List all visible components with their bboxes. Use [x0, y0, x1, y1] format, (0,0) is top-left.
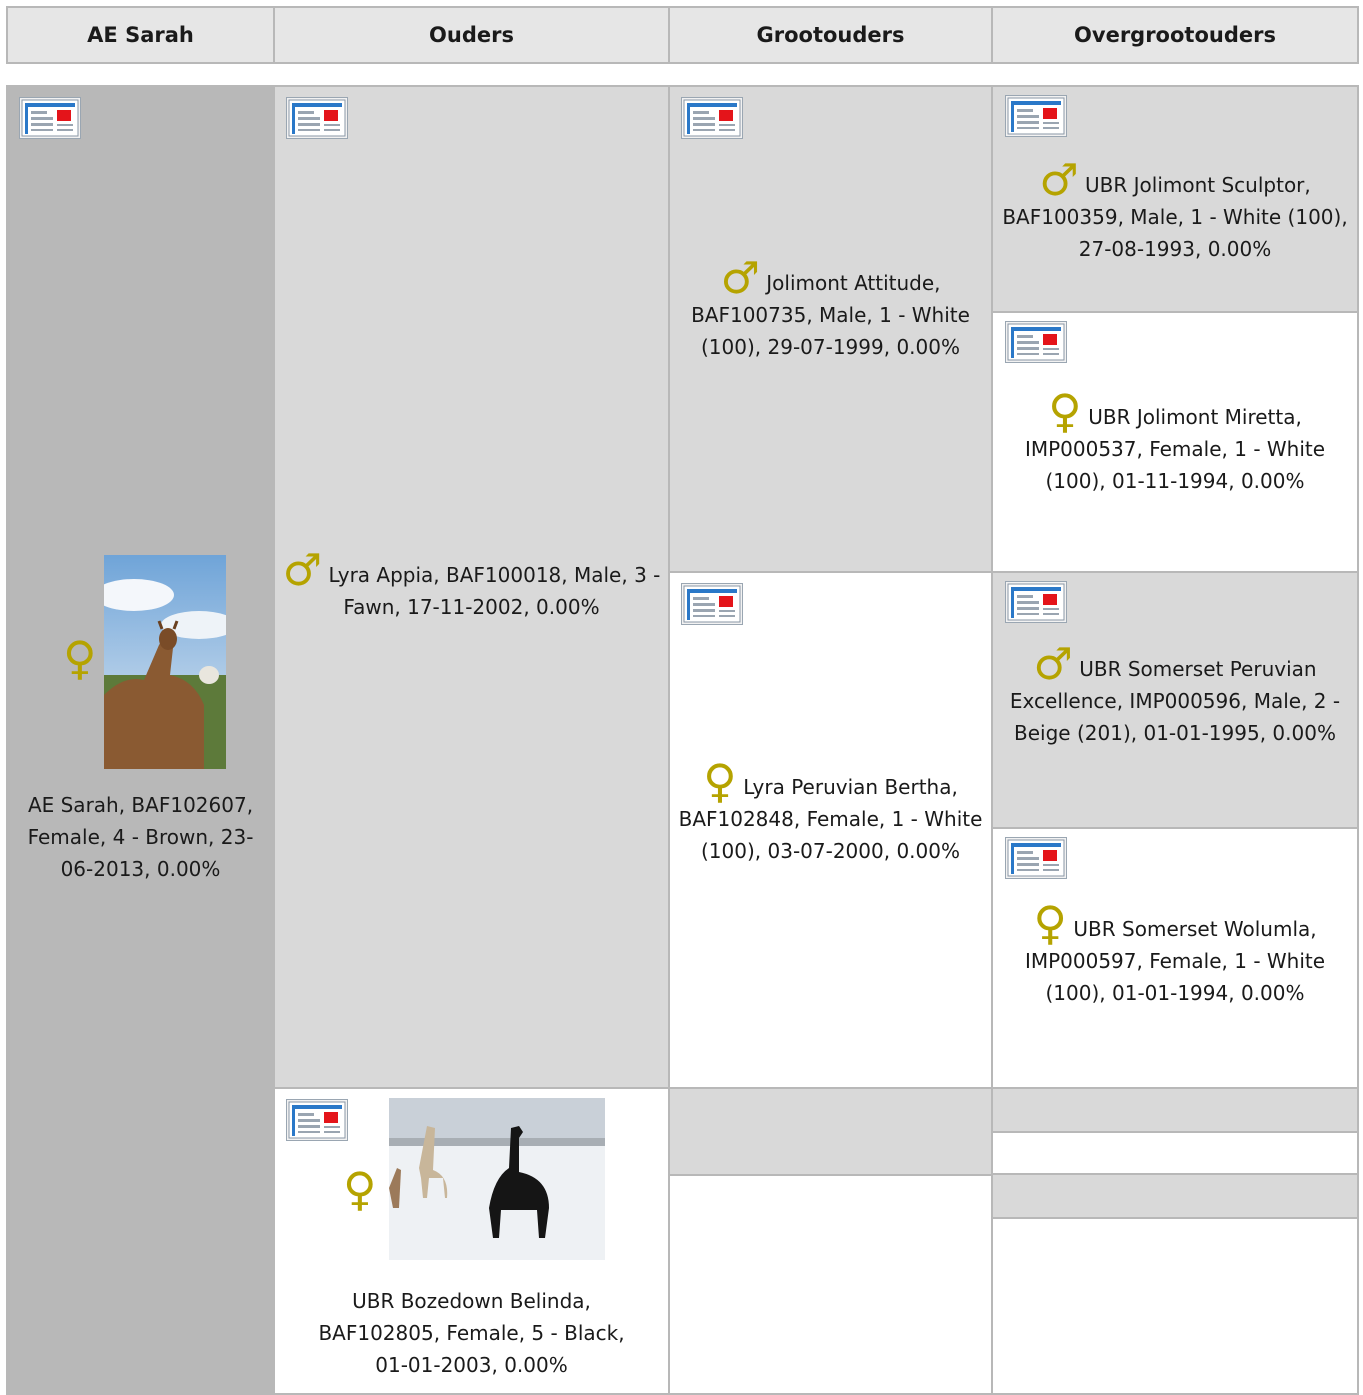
profile-card-icon[interactable] [286, 97, 348, 139]
sire-cell: ♂ Lyra Appia, BAF100018, Male, 3 - Fawn,… [273, 85, 670, 1089]
sire-sire-cell: ♂ Jolimont Attitude, BAF100735, Male, 1 … [668, 85, 993, 573]
male-symbol-icon: ♂ [720, 253, 760, 304]
ds-sire-cell [991, 1087, 1359, 1133]
header-great-grandparents: Overgrootouders [991, 6, 1359, 64]
dam-label: UBR Bozedown Belinda, BAF102805, Female,… [318, 1289, 625, 1377]
ss-sire-text: UBR Jolimont Sculptor, BAF100359, Male, … [1002, 173, 1348, 261]
female-symbol-icon: ♀ [1048, 384, 1082, 438]
header-parents: Ouders [273, 6, 670, 64]
ss-dam-label: ♀ UBR Jolimont Miretta, IMP000537, Femal… [993, 388, 1357, 497]
sd-dam-label: ♀ UBR Somerset Wolumla, IMP000597, Femal… [993, 900, 1357, 1009]
dam-photo[interactable] [389, 1098, 605, 1260]
profile-card-icon[interactable] [286, 1099, 348, 1141]
dam-cell: ♀ UBR Bozedown Belinda, BAF102805, Femal… [273, 1087, 670, 1395]
female-symbol-icon: ♀ [703, 754, 737, 808]
profile-card-icon[interactable] [1005, 95, 1067, 137]
dd-sire-cell [991, 1173, 1359, 1219]
sd-sire-label: ♂ UBR Somerset Peruvian Excellence, IMP0… [993, 643, 1357, 749]
subject-label: AE Sarah, BAF102607, Female, 4 - Brown, … [27, 793, 254, 881]
ss-sire-label: ♂ UBR Jolimont Sculptor, BAF100359, Male… [993, 159, 1357, 265]
profile-card-icon[interactable] [1005, 581, 1067, 623]
female-symbol-icon: ♀ [1033, 896, 1068, 950]
ss-dam-cell: ♀ UBR Jolimont Miretta, IMP000537, Femal… [991, 311, 1359, 573]
profile-card-icon[interactable] [1005, 837, 1067, 879]
male-symbol-icon: ♂ [1033, 639, 1073, 690]
sire-dam-label: ♀ Lyra Peruvian Bertha, BAF102848, Femal… [670, 758, 991, 867]
sire-text: Lyra Appia, BAF100018, Male, 3 - Fawn, 1… [328, 563, 661, 619]
profile-card-icon[interactable] [681, 583, 743, 625]
profile-card-icon[interactable] [1005, 321, 1067, 363]
sd-sire-cell: ♂ UBR Somerset Peruvian Excellence, IMP0… [991, 571, 1359, 829]
ss-sire-cell: ♂ UBR Jolimont Sculptor, BAF100359, Male… [991, 85, 1359, 313]
profile-card-icon[interactable] [681, 97, 743, 139]
dd-dam-cell [991, 1217, 1359, 1395]
header-grandparents: Grootouders [668, 6, 993, 64]
sire-sire-text: Jolimont Attitude, BAF100735, Male, 1 - … [691, 271, 970, 359]
dam-dam-cell [668, 1174, 993, 1395]
profile-card-icon[interactable] [19, 97, 81, 139]
sd-dam-cell: ♀ UBR Somerset Wolumla, IMP000597, Femal… [991, 827, 1359, 1089]
female-symbol-icon: ♀ [343, 1162, 377, 1216]
sire-dam-cell: ♀ Lyra Peruvian Bertha, BAF102848, Femal… [668, 571, 993, 1089]
subject-cell: ♀ AE Sarah, BAF102607, Female, 4 - Brown… [6, 85, 275, 1395]
sire-dam-text: Lyra Peruvian Bertha, BAF102848, Female,… [678, 775, 983, 863]
ds-dam-cell [991, 1131, 1359, 1175]
sire-label: ♂ Lyra Appia, BAF100018, Male, 3 - Fawn,… [275, 549, 668, 623]
male-symbol-icon: ♂ [1039, 155, 1079, 206]
ss-dam-text: UBR Jolimont Miretta, IMP000537, Female,… [1024, 405, 1326, 493]
subject-photo[interactable] [104, 555, 226, 769]
header-subject: AE Sarah [6, 6, 275, 64]
dam-sire-cell [668, 1087, 993, 1176]
sire-sire-label: ♂ Jolimont Attitude, BAF100735, Male, 1 … [670, 257, 991, 363]
female-symbol-icon: ♀ [63, 631, 97, 685]
sd-sire-text: UBR Somerset Peruvian Excellence, IMP000… [1009, 657, 1341, 745]
sd-dam-text: UBR Somerset Wolumla, IMP000597, Female,… [1024, 917, 1326, 1005]
male-symbol-icon: ♂ [282, 545, 323, 596]
